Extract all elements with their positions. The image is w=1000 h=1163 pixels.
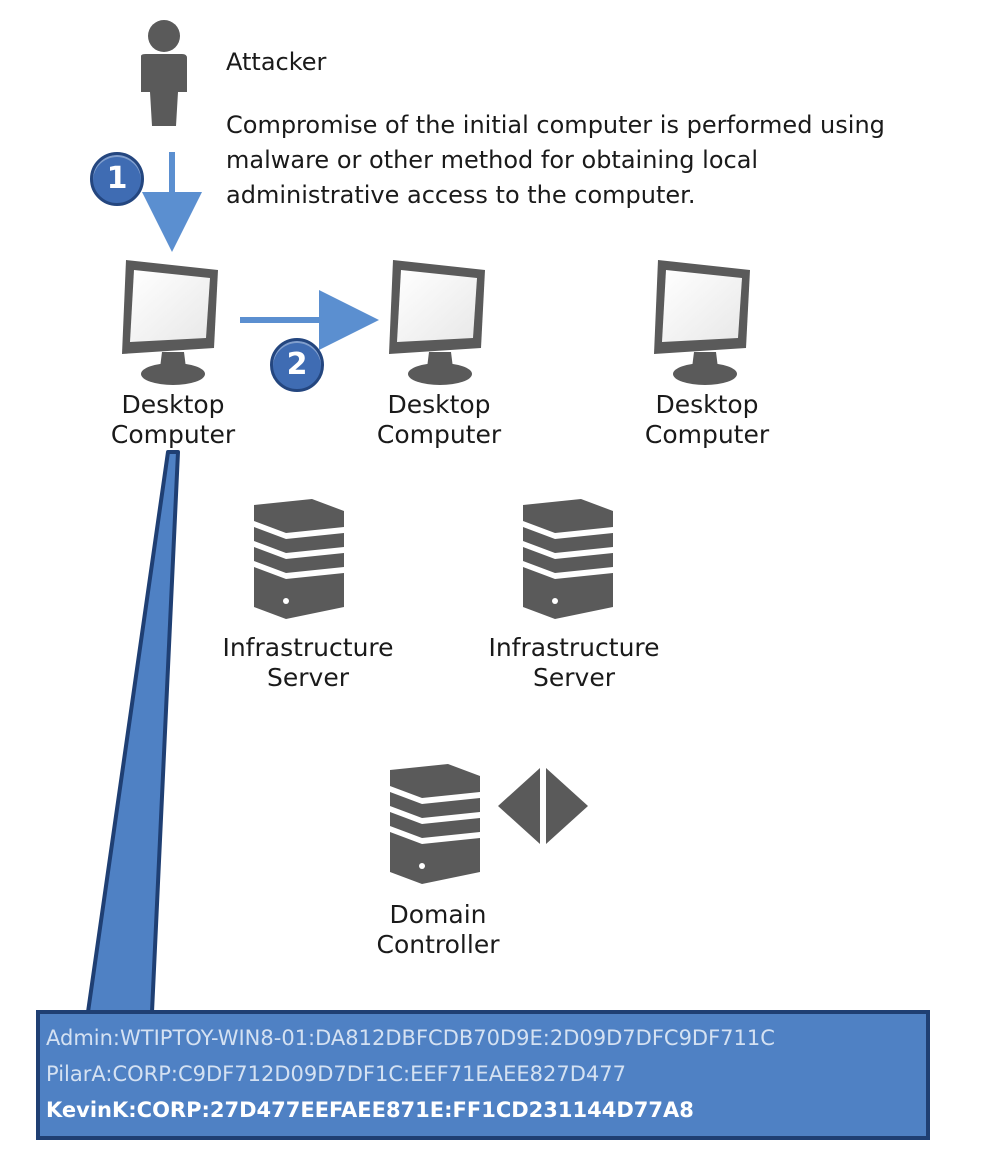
credential-hash-box: Admin:WTIPTOY-WIN8-01:DA812DBFCDB70D9E:2… xyxy=(36,1010,930,1140)
server-label-line2: Server xyxy=(533,663,615,692)
desktop-icon xyxy=(122,260,218,385)
desktop-label-line1: Desktop xyxy=(387,390,491,419)
desktop-label-line2: Computer xyxy=(110,420,236,449)
attacker-description: Compromise of the initial computer is pe… xyxy=(226,111,885,209)
domain-controller-label: Domain Controller xyxy=(358,900,518,960)
server-icon xyxy=(254,499,344,619)
server-label-line1: Infrastructure xyxy=(488,633,660,662)
server-label: Infrastructure Server xyxy=(208,633,408,693)
step-2-badge: 2 xyxy=(270,338,324,392)
desktop-label: Desktop Computer xyxy=(632,390,782,450)
desktop-icon xyxy=(389,260,485,385)
hash-line-admin: Admin:WTIPTOY-WIN8-01:DA812DBFCDB70D9E:2… xyxy=(46,1026,775,1050)
desktop-label-line1: Desktop xyxy=(121,390,225,419)
desktop-icon xyxy=(654,260,750,385)
server-label-line2: Server xyxy=(267,663,349,692)
domain-controller-line2: Controller xyxy=(376,930,500,959)
hash-line-pilara: PilarA:CORP:C9DF712D09D7DF1C:EEF71EAEE82… xyxy=(46,1062,626,1086)
domain-diamond-icon xyxy=(498,768,588,844)
server-label: Infrastructure Server xyxy=(474,633,674,693)
server-icon xyxy=(390,764,480,884)
step-1-badge: 1 xyxy=(90,152,144,206)
server-label-line1: Infrastructure xyxy=(222,633,394,662)
desktop-label: Desktop Computer xyxy=(364,390,514,450)
desktop-label-line1: Desktop xyxy=(655,390,759,419)
desktop-label-line2: Computer xyxy=(644,420,770,449)
server-icon xyxy=(523,499,613,619)
domain-controller-line1: Domain xyxy=(389,900,487,929)
callout-pointer xyxy=(86,450,180,1014)
hash-line-kevink: KevinK:CORP:27D477EEFAEE871E:FF1CD231144… xyxy=(46,1098,694,1122)
attacker-title: Attacker xyxy=(226,48,327,76)
desktop-label-line2: Computer xyxy=(376,420,502,449)
attacker-icon xyxy=(141,20,187,126)
desktop-label: Desktop Computer xyxy=(98,390,248,450)
